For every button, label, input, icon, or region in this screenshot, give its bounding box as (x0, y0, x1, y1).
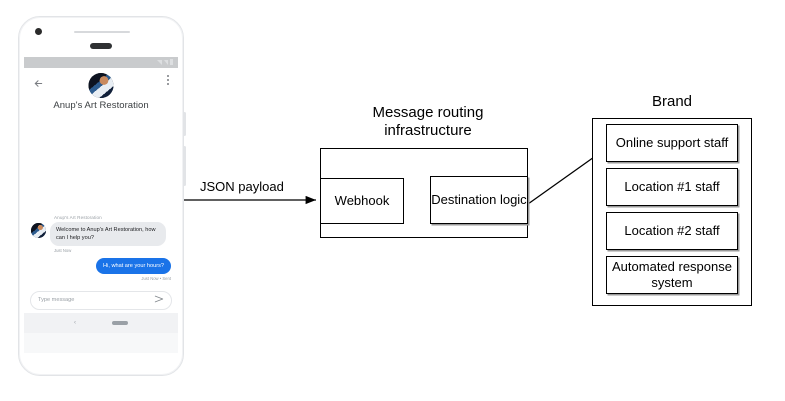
signal-icon (164, 60, 168, 65)
phone-chin (24, 333, 178, 353)
message-composer: Type message (24, 287, 178, 313)
incoming-message-bubble: Welcome to Anup's Art Restoration, how c… (50, 221, 166, 246)
avatar (88, 73, 114, 98)
brand-caption: Brand (651, 93, 693, 110)
outgoing-message-bubble: Hi, what are your hours? (96, 257, 171, 274)
kebab-menu-icon[interactable] (167, 75, 169, 85)
message-sender-label: Anup's Art Restoration (54, 214, 102, 220)
android-nav-bar: ‹ (24, 313, 178, 333)
node-destination-logic[interactable]: Destination logic (430, 176, 528, 224)
brand-item-online-support-staff[interactable]: Online support staff (606, 124, 738, 162)
nav-back-icon[interactable]: ‹ (74, 320, 76, 326)
incoming-message-timestamp: Just Now (54, 247, 72, 253)
phone-earpiece (90, 43, 112, 49)
battery-icon (170, 59, 173, 65)
phone-sensor-strip (74, 31, 130, 33)
node-webhook[interactable]: Webhook (320, 178, 404, 224)
phone-screen: Anup's Art Restoration Anup's Art Restor… (24, 57, 178, 333)
brand-item-location-2-staff[interactable]: Location #2 staff (606, 212, 738, 250)
message-list: Anup's Art Restoration Welcome to Anup's… (24, 215, 178, 281)
message-input-placeholder: Type message (38, 297, 75, 303)
phone-mockup: Anup's Art Restoration Anup's Art Restor… (18, 16, 186, 376)
conversation-area: Anup's Art Restoration Welcome to Anup's… (24, 120, 178, 287)
send-icon[interactable] (154, 291, 164, 309)
edge-label-json-payload: JSON payload (200, 179, 284, 194)
incoming-message-row: Welcome to Anup's Art Restoration, how c… (31, 221, 171, 246)
wifi-icon (157, 60, 162, 65)
outgoing-message-timestamp: Just Now • Sent (141, 276, 171, 281)
avatar (31, 222, 46, 238)
phone-volume-button (183, 112, 186, 136)
message-input[interactable]: Type message (30, 290, 172, 310)
phone-power-button (183, 146, 186, 186)
back-arrow-icon[interactable] (33, 76, 44, 87)
brand-item-automated-response-system[interactable]: Automated response system (606, 256, 738, 294)
status-icons (157, 59, 173, 65)
app-header: Anup's Art Restoration (24, 68, 178, 120)
brand-item-location-1-staff[interactable]: Location #1 staff (606, 168, 738, 206)
infrastructure-caption: Message routing infrastructure (372, 104, 484, 140)
nav-home-icon[interactable] (112, 321, 128, 325)
avatar-image (88, 73, 114, 98)
phone-camera-icon (35, 28, 42, 35)
page-title: Anup's Art Restoration (53, 100, 149, 111)
status-bar (24, 57, 178, 68)
outgoing-message-row: Hi, what are your hours? (31, 257, 171, 274)
avatar-image (31, 222, 46, 238)
